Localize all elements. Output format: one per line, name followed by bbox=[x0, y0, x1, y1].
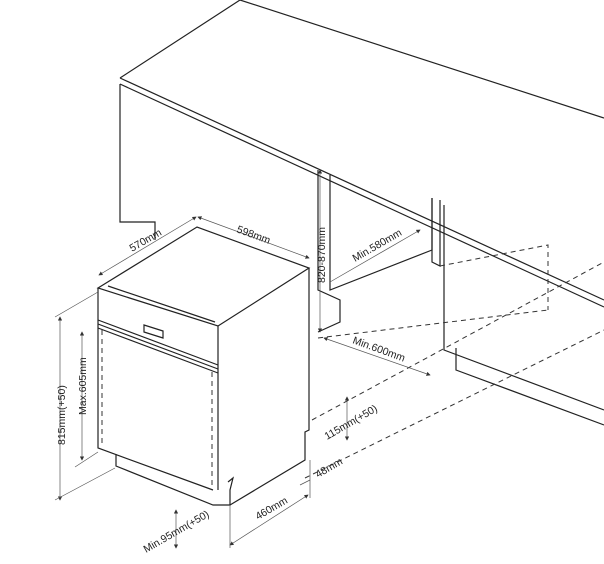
appliance-height-label: 815mm(+50) bbox=[56, 385, 68, 445]
door-bottom-clearance-label: Min.95mm(+50) bbox=[142, 508, 212, 555]
dishwasher bbox=[96, 226, 311, 506]
niche-height-label: 820-870mm bbox=[316, 227, 328, 283]
countertop-cabinets bbox=[119, 0, 604, 479]
plinth-setback-label: 48mm bbox=[314, 455, 345, 480]
control-panel-display bbox=[143, 324, 164, 339]
door-height-label: Max.605mm bbox=[77, 357, 89, 415]
niche-depth-label: Min.580mm bbox=[351, 227, 405, 265]
niche-width-label: Min.600mm bbox=[351, 335, 407, 365]
plinth-height-label: 115mm(+50) bbox=[323, 403, 380, 443]
dimension-lines bbox=[54, 169, 431, 549]
